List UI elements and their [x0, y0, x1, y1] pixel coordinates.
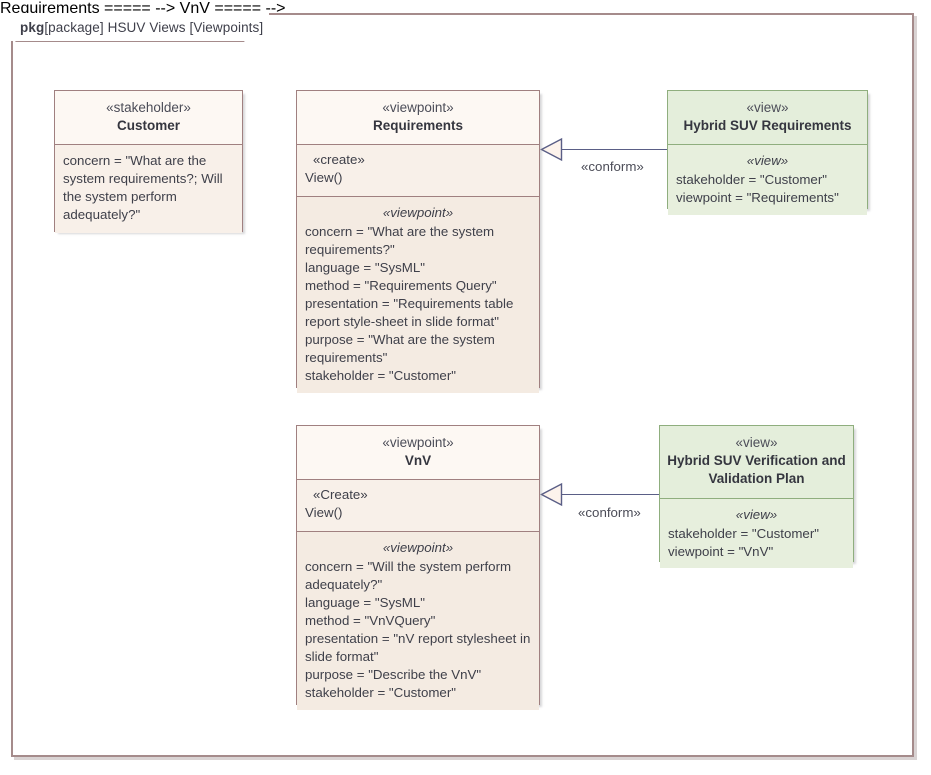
property-line: concern = "Will the system perform adequ…: [305, 559, 512, 593]
property-line: presentation = "Requirements table repor…: [305, 296, 514, 330]
block-requirements-properties: «viewpoint» concern = "What are the syst…: [297, 196, 539, 393]
conform-arrowhead-requirements: [540, 137, 563, 162]
block-customer-header: «stakeholder» Customer: [55, 91, 242, 145]
block-requirements-stereotype: «viewpoint»: [382, 100, 454, 115]
compartment-stereotype: «viewpoint»: [382, 205, 454, 221]
property-line: viewpoint = "Requirements": [676, 190, 839, 206]
package-title: [package] HSUV Views [Viewpoints]: [44, 19, 264, 35]
property-line: stakeholder = "Customer": [305, 367, 456, 383]
compartment-stereotype: «view»: [735, 506, 778, 522]
block-hsuv-vnv-header: «view» Hybrid SUV Verification and Valid…: [660, 426, 853, 498]
block-hsuv-vnv-title: Hybrid SUV Verification and Validation P…: [667, 453, 846, 487]
property-line: language = "SysML": [305, 260, 425, 276]
operation-signature: View(): [305, 170, 343, 186]
block-vnv-operations: «Create» View(): [297, 479, 539, 532]
conform-label-vnv: «conform»: [578, 505, 641, 520]
block-customer-title: Customer: [116, 118, 180, 134]
block-hsuv-req-header: «view» Hybrid SUV Requirements: [668, 91, 867, 145]
block-hsuv-req-title: Hybrid SUV Requirements: [683, 118, 852, 134]
compartment-stereotype: «view»: [746, 153, 789, 169]
block-vnv-properties: «viewpoint» concern = "Will the system p…: [297, 531, 539, 710]
block-requirements-header: «viewpoint» Requirements: [297, 91, 539, 145]
operation-stereotype: «create»: [313, 152, 365, 168]
conform-arrowhead-vnv: [540, 482, 563, 507]
property-line: concern = "What are the system requireme…: [305, 224, 495, 258]
property-line: stakeholder = "Customer": [668, 525, 819, 541]
block-requirements-title: Requirements: [372, 118, 464, 134]
conform-label-requirements: «conform»: [581, 159, 644, 174]
conform-line-requirements: [561, 149, 667, 150]
property-line: presentation = "nV report stylesheet in …: [305, 631, 531, 665]
operation-signature: View(): [305, 505, 343, 521]
property-line: language = "SysML": [305, 595, 425, 611]
property-line: viewpoint = "VnV": [668, 543, 774, 559]
block-customer[interactable]: «stakeholder» Customer concern = "What a…: [54, 90, 243, 234]
package-keyword: pkg: [20, 19, 45, 35]
block-hybrid-suv-requirements-view[interactable]: «view» Hybrid SUV Requirements «view» st…: [667, 90, 868, 216]
block-requirements-operations: «create» View(): [297, 144, 539, 197]
block-hsuv-vnv-stereotype: «view»: [735, 435, 778, 450]
block-customer-stereotype: «stakeholder»: [106, 100, 191, 115]
property-line: method = "VnVQuery": [305, 613, 436, 629]
block-customer-properties: concern = "What are the system requireme…: [55, 144, 242, 234]
property-line: stakeholder = "Customer": [305, 684, 456, 700]
block-vnv-stereotype: «viewpoint»: [382, 435, 454, 450]
block-hsuv-vnv-properties: «view» stakeholder = "Customer" viewpoin…: [660, 497, 853, 569]
property-line: concern = "What are the system requireme…: [63, 153, 223, 223]
property-line: stakeholder = "Customer": [676, 172, 827, 188]
block-requirements-viewpoint[interactable]: «viewpoint» Requirements «create» View()…: [296, 90, 540, 393]
property-line: method = "Requirements Query": [305, 278, 497, 294]
operation-stereotype: «Create»: [313, 487, 368, 503]
package-tab: pkg[package] HSUV Views [Viewpoints]: [11, 13, 270, 41]
block-hsuv-req-properties: «view» stakeholder = "Customer" viewpoin…: [668, 144, 867, 216]
block-vnv-title: VnV: [404, 453, 432, 469]
block-hybrid-suv-vnv-view[interactable]: «view» Hybrid SUV Verification and Valid…: [659, 425, 854, 569]
conform-line-vnv: [561, 494, 660, 495]
compartment-stereotype: «viewpoint»: [382, 540, 454, 556]
block-vnv-header: «viewpoint» VnV: [297, 426, 539, 480]
block-vnv-viewpoint[interactable]: «viewpoint» VnV «Create» View() «viewpoi…: [296, 425, 540, 710]
property-line: purpose = "What are the system requireme…: [305, 332, 495, 365]
block-hsuv-req-stereotype: «view»: [746, 100, 789, 115]
package-tab-label: pkg[package] HSUV Views [Viewpoints]: [20, 20, 263, 35]
property-line: purpose = "Describe the VnV": [305, 667, 482, 682]
